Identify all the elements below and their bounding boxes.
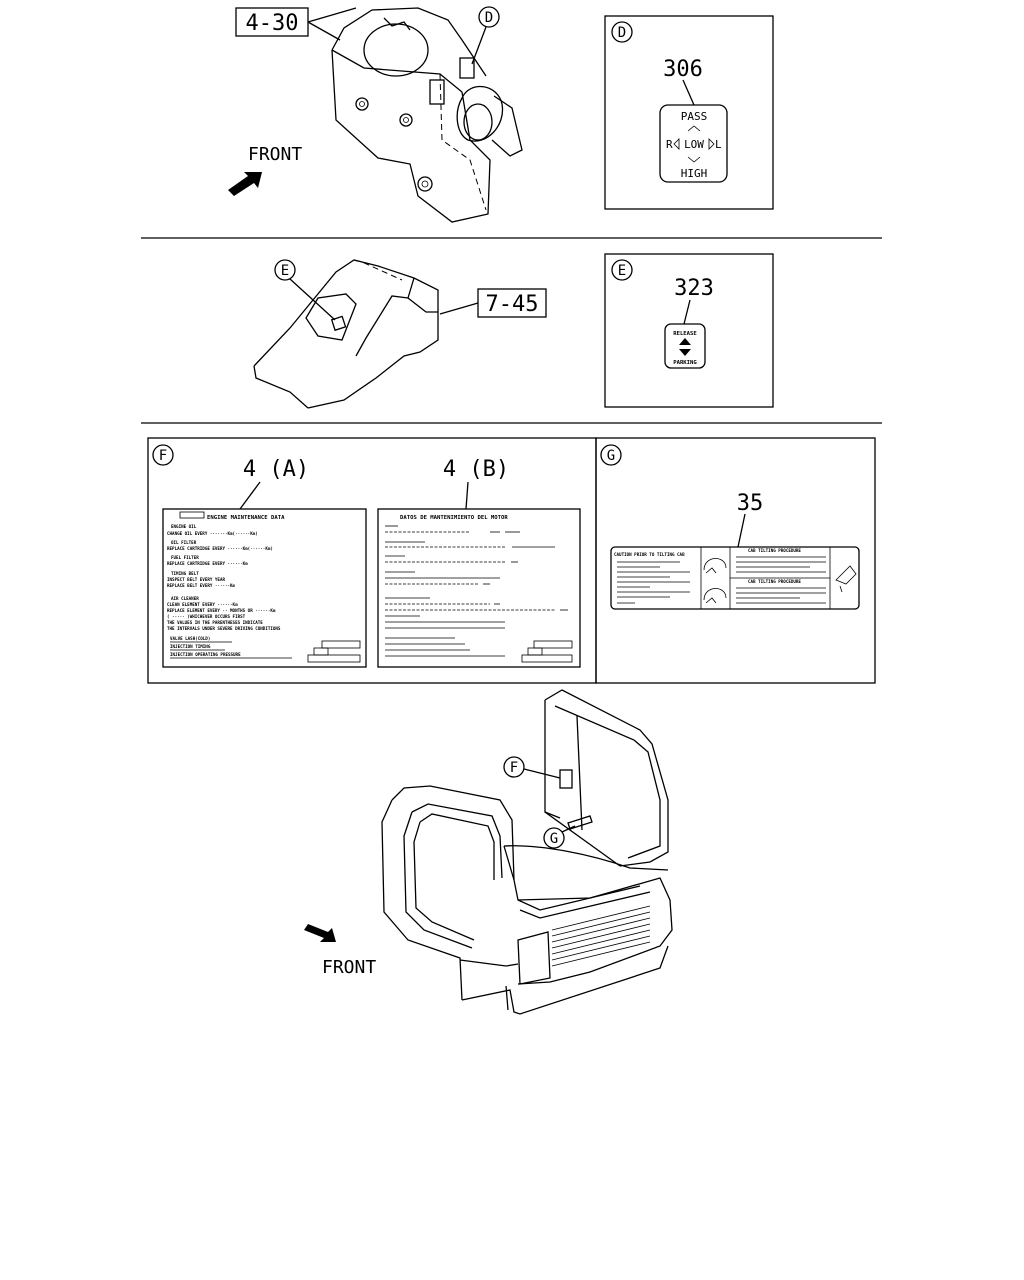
detail-f-panel: F 4 (A) 4 (B) ENGINE MAINTENANCE DATA EN… (147, 437, 597, 684)
callout-4-30-text: 4-30 (246, 11, 299, 36)
en-line: ENGINE OIL (171, 524, 197, 529)
engine-maintenance-label-es (377, 508, 581, 668)
engine-maintenance-label-en (162, 508, 367, 668)
en-line: REPLACE CARTRIDGE EVERY ······Km (167, 561, 248, 566)
en-line: INSPECT BELT EVERY YEAR (167, 577, 225, 582)
front-label-bottom: FRONT (322, 957, 376, 978)
detail-g-letter: G (607, 448, 615, 464)
label-low: LOW (684, 138, 704, 151)
cab-tilt-label (610, 546, 860, 610)
dimmer-switch-label (659, 104, 728, 183)
detail-e-letter: E (618, 263, 626, 279)
detail-f-letter: F (159, 448, 167, 464)
en-line: TIMING BELT (171, 571, 199, 576)
g-proc2: CAB TILTING PROCEDURE (748, 579, 801, 584)
callout-7-45-text: 7-45 (486, 292, 539, 317)
en-line: AIR CLEANER (171, 596, 199, 601)
callout-box-4-30 (235, 7, 309, 37)
label-parking: PARKING (673, 360, 697, 366)
label-high: HIGH (681, 167, 708, 180)
detail-g-panel: G 35 CAUTION PRIOR TO TILTING CAB CAB TI… (595, 437, 876, 684)
console-illustration: E 7-45 (253, 259, 547, 409)
marker-d-letter: D (485, 10, 493, 26)
detail-d-panel: D 306 PASS R LOW L HIGH (604, 15, 774, 210)
en-title: ENGINE MAINTENANCE DATA (207, 515, 285, 521)
es-text-lines (385, 525, 568, 657)
part-306: 306 (663, 57, 703, 82)
label-4a: 4 (A) (243, 457, 309, 482)
en-line: THE INTERVALS UNDER SEVERE DRIVING CONDI… (167, 626, 281, 631)
en-line: CHANGE OIL EVERY ·······Km(······Km) (167, 531, 258, 536)
front-arrow-top-icon (228, 172, 262, 196)
en-line: VALVE LASH(COLD) (170, 636, 210, 641)
g-proc1: CAB TILTING PROCEDURE (748, 548, 801, 553)
label-4b: 4 (B) (443, 457, 509, 482)
label-l: L (715, 138, 722, 151)
en-line: FUEL FILTER (171, 555, 199, 560)
es-title: DATOS DE MANTENIMIENTO DEL MOTOR (400, 515, 508, 521)
cab-illustration: F G (304, 689, 673, 1015)
en-line: INJECTION OPERATING PRESSURE (170, 652, 241, 657)
en-line: ( ····· )WHICHEVER OCCURS FIRST (167, 614, 246, 619)
marker-f-letter: F (510, 760, 518, 776)
label-pass: PASS (681, 110, 708, 123)
marker-e-letter: E (281, 263, 289, 279)
label-r: R (666, 138, 673, 151)
en-line: OIL FILTER (171, 540, 197, 545)
label-release: RELEASE (673, 331, 697, 337)
marker-d-circle (478, 6, 500, 28)
steering-column-illustration: 4-30 D FRONT (228, 6, 523, 223)
en-line: REPLACE ELEMENT EVERY ·· MONTHS OR ·····… (167, 608, 276, 613)
en-line: REPLACE BELT EVERY ······Km (167, 583, 236, 588)
en-line: INJECTION TIMING (170, 644, 211, 649)
g-caution: CAUTION PRIOR TO TILTING CAB (614, 552, 685, 557)
marker-g-letter: G (550, 831, 558, 847)
en-line: THE VALUES IN THE PARENTHESES INDICATE (167, 620, 263, 625)
front-label-top: FRONT (248, 144, 302, 165)
parking-brake-label (664, 323, 706, 369)
part-35: 35 (737, 491, 764, 516)
front-arrow-bottom-icon (304, 924, 336, 942)
part-323: 323 (674, 276, 714, 301)
en-line: CLEAN ELEMENT EVERY ······Km (167, 602, 238, 607)
en-line: REPLACE CARTRIDGE EVERY ······Km(······K… (167, 546, 273, 551)
callout-box-7-45 (477, 288, 547, 318)
detail-d-letter: D (618, 25, 626, 41)
detail-e-panel: E 323 RELEASE PARKING (604, 253, 774, 408)
